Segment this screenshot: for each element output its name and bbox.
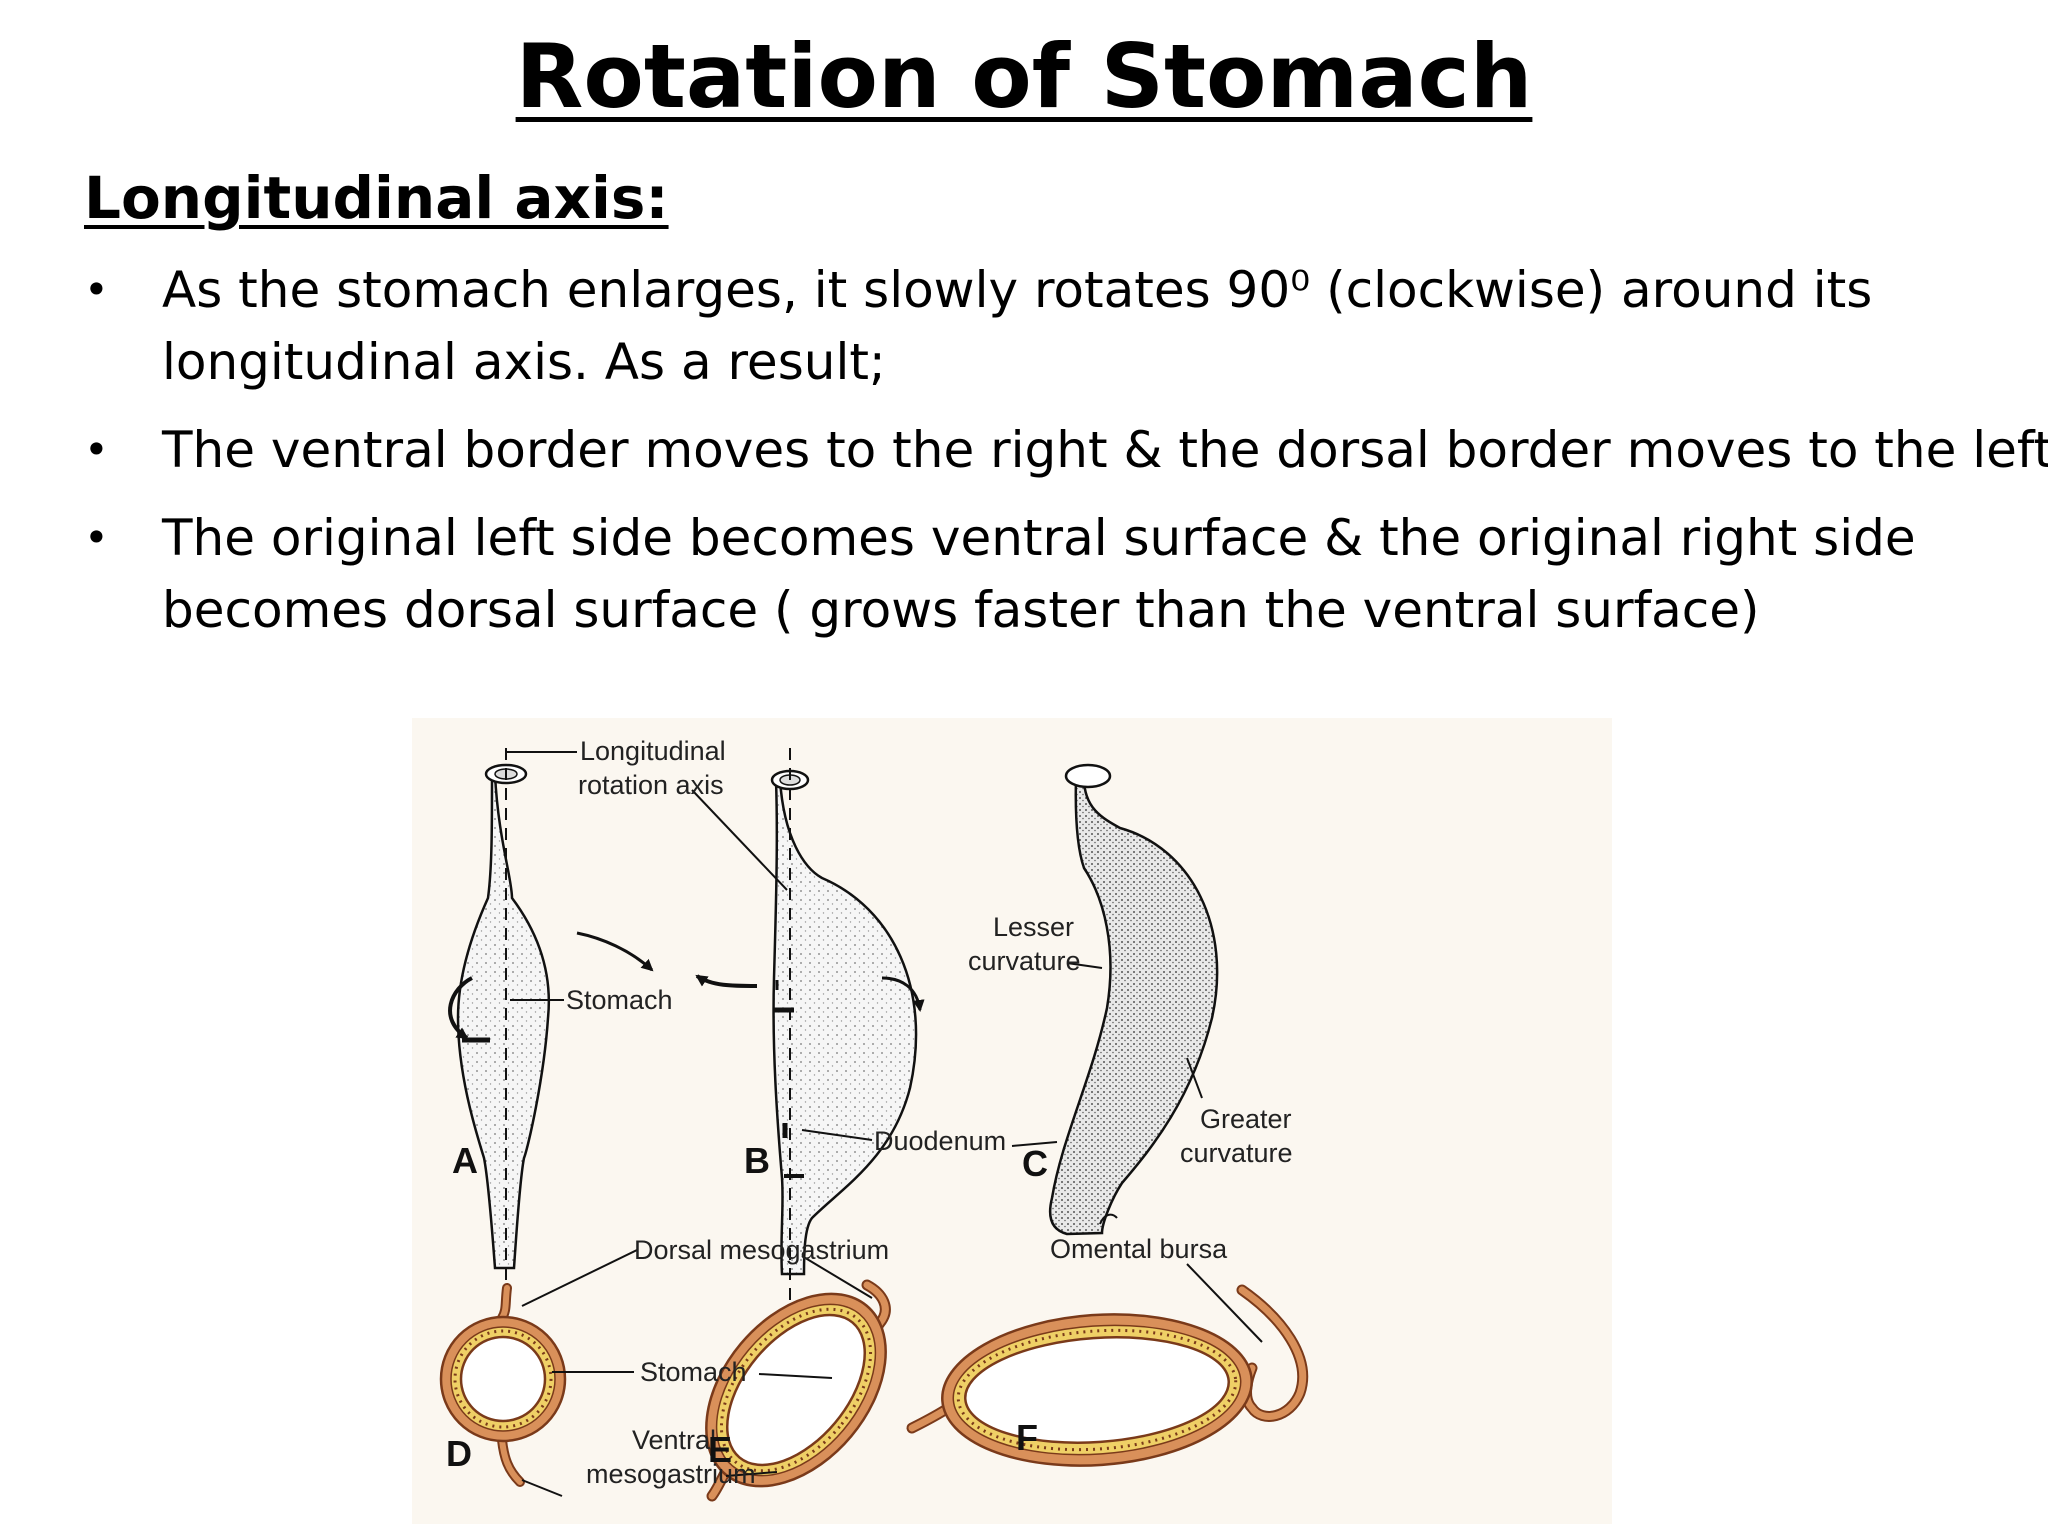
- panel-letter-f: F: [1016, 1417, 1038, 1458]
- leader-lines-top: [506, 751, 1203, 1147]
- bullet-text: The original left side becomes ventral s…: [162, 509, 1916, 639]
- figure-labels: Longitudinal rotation axis Stomach Lesse…: [446, 736, 1293, 1489]
- slide-title-text: Rotation of Stomach: [515, 25, 1533, 128]
- panel-e-cross-section: [705, 1279, 891, 1502]
- panel-d-cross-section: [439, 1283, 567, 1487]
- panel-a-stomach-tube: [448, 748, 654, 1288]
- leader-lines-bottom: [521, 1249, 1263, 1497]
- label-dorsal-mesogastrium: Dorsal mesogastrium: [634, 1235, 889, 1265]
- figure-svg: Longitudinal rotation axis Stomach Lesse…: [412, 718, 1612, 1524]
- section-heading: Longitudinal axis:: [84, 164, 669, 232]
- panel-letter-a: A: [452, 1140, 478, 1181]
- label-lesser-line1: Lesser: [993, 912, 1074, 942]
- bullet-dot: •: [84, 513, 109, 562]
- label-ventral-line1: Ventral: [632, 1425, 716, 1455]
- slide-title: Rotation of Stomach: [0, 22, 2048, 132]
- label-omental-bursa: Omental bursa: [1050, 1234, 1228, 1264]
- bullet-dot: •: [84, 425, 109, 474]
- panel-letter-d: D: [446, 1433, 472, 1474]
- label-longitudinal-line1: Longitudinal: [580, 736, 726, 766]
- panel-letter-c: C: [1022, 1143, 1048, 1184]
- label-longitudinal-line2: rotation axis: [578, 770, 724, 800]
- panel-letter-b: B: [744, 1140, 770, 1181]
- label-greater-line1: Greater: [1200, 1104, 1292, 1134]
- panel-letter-e: E: [708, 1429, 732, 1470]
- label-stomach-d: Stomach: [640, 1357, 747, 1387]
- stomach-rotation-figure: Longitudinal rotation axis Stomach Lesse…: [412, 718, 1612, 1524]
- label-greater-line2: curvature: [1180, 1138, 1293, 1168]
- panel-f-cross-section: [906, 1284, 1309, 1467]
- panel-c-stomach-rotated: [1048, 763, 1219, 1236]
- bullet-text: As the stomach enlarges, it slowly rotat…: [162, 261, 1873, 391]
- label-lesser-line2: curvature: [968, 946, 1081, 976]
- panel-b-stomach-rotating: [695, 748, 925, 1318]
- bullet-dot: •: [84, 265, 109, 314]
- bullet-text: The ventral border moves to the right & …: [162, 421, 2048, 479]
- label-stomach-a: Stomach: [566, 985, 673, 1015]
- label-duodenum: Duodenum: [874, 1126, 1006, 1156]
- label-ventral-line2: mesogastrium: [586, 1459, 756, 1489]
